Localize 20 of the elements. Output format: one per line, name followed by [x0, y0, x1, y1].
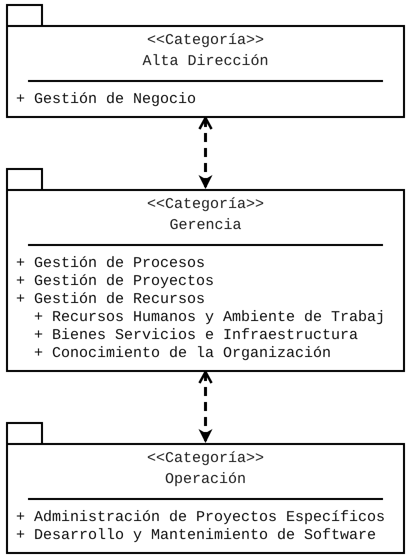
dependency-arrow [198, 116, 213, 189]
package-name: Alta Dirección [141, 53, 270, 71]
operation-item: + Gestión de Procesos [16, 255, 206, 273]
stereotype-label: <<Categoría>> [146, 32, 266, 50]
operation-item: + Bienes Servicios e Infraestructura [34, 327, 358, 345]
operation-item: + Gestión de Recursos [16, 291, 206, 309]
operation-item: + Gestión de Proyectos [16, 273, 214, 291]
operation-item: + Desarrollo y Mantenimiento de Software [16, 527, 376, 545]
operation-item: + Recursos Humanos y Ambiente de Trabaj [34, 309, 386, 327]
package-name: Operación [164, 471, 247, 489]
operation-item: + Conocimiento de la Organización [34, 345, 332, 363]
operation-item: + Gestión de Negocio [16, 91, 196, 109]
operation-item: + Administración de Proyectos Específicos [16, 509, 386, 527]
package-box [6, 25, 405, 118]
stereotype-label: <<Categoría>> [146, 450, 266, 468]
package-name: Gerencia [168, 217, 242, 235]
stereotype-label: <<Categoría>> [146, 196, 266, 214]
package-box [6, 189, 405, 372]
dependency-arrow [198, 370, 213, 443]
package-box [6, 443, 405, 554]
